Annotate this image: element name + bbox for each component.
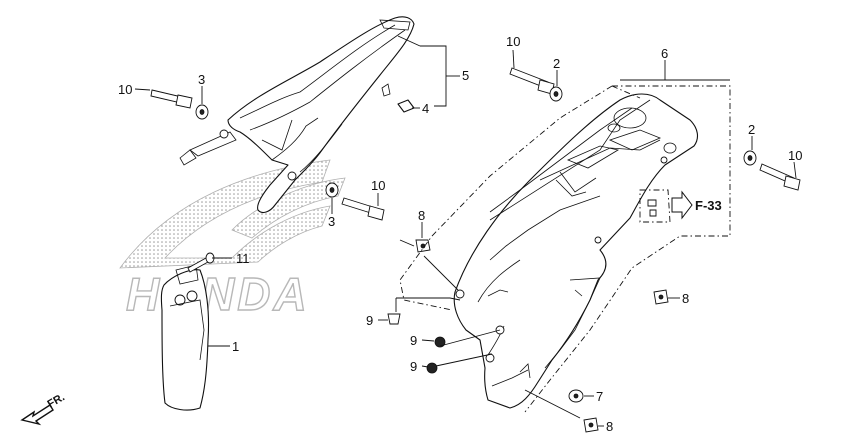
callout-8: 8: [682, 291, 689, 306]
grommet-7: [568, 389, 584, 403]
washer-2-right: [743, 150, 757, 166]
bolt-10-right: [759, 163, 801, 191]
screw-11: [187, 252, 215, 273]
assembly-outline-left: [399, 85, 613, 311]
front-direction-label: FR.: [46, 391, 67, 410]
f33-reference-bolt-icon: [647, 199, 657, 207]
assembly-outline-right: [524, 85, 731, 413]
bolt-10-upper-left: [150, 89, 193, 109]
callout-10: 10: [506, 34, 520, 49]
washer-3-upper: [195, 104, 209, 120]
bolt-10-lower-left: [341, 197, 385, 221]
clip-9-middle: [434, 336, 446, 348]
callout-9: 9: [366, 313, 373, 328]
callout-6: 6: [661, 46, 668, 61]
callout-1: 1: [232, 339, 239, 354]
callout-3: 3: [198, 72, 205, 87]
callout-10: 10: [118, 82, 132, 97]
f33-arrow-icon: [671, 190, 693, 220]
nut-8-middle: [653, 289, 669, 305]
leader-lines: [134, 35, 797, 427]
honda-wing-watermark: [119, 159, 346, 269]
seat-pad-part: [397, 99, 415, 113]
callout-7: 7: [596, 389, 603, 404]
reference-label-f33: F-33: [695, 198, 722, 213]
callout-5: 5: [462, 68, 469, 83]
mudflap-part: [160, 264, 210, 411]
nut-8-top: [415, 239, 431, 253]
washer-3-lower: [325, 182, 339, 198]
washer-2-upper: [549, 86, 563, 102]
rear-cowl-part: [179, 16, 415, 214]
callout-10: 10: [788, 148, 802, 163]
bolt-10-upper-right: [509, 67, 555, 95]
callout-11: 11: [236, 251, 250, 266]
rear-fender-part: [453, 93, 699, 409]
front-direction-arrow-icon: [20, 404, 54, 426]
callout-9: 9: [410, 359, 417, 374]
f33-reference-bolt-icon: [649, 209, 657, 217]
assembly-outline-top: [611, 85, 641, 99]
callout-3: 3: [328, 214, 335, 229]
callout-2: 2: [748, 122, 755, 137]
clip-9-top: [387, 313, 401, 325]
callout-4: 4: [422, 101, 429, 116]
callout-10: 10: [371, 178, 385, 193]
f33-reference-box: [639, 189, 671, 223]
callout-8: 8: [606, 419, 613, 434]
nut-8-bottom: [583, 417, 599, 433]
honda-watermark-text: HONDA: [126, 268, 310, 320]
callout-2: 2: [553, 56, 560, 71]
callout-8: 8: [418, 208, 425, 223]
callout-9: 9: [410, 333, 417, 348]
clip-9-bottom: [426, 362, 438, 374]
